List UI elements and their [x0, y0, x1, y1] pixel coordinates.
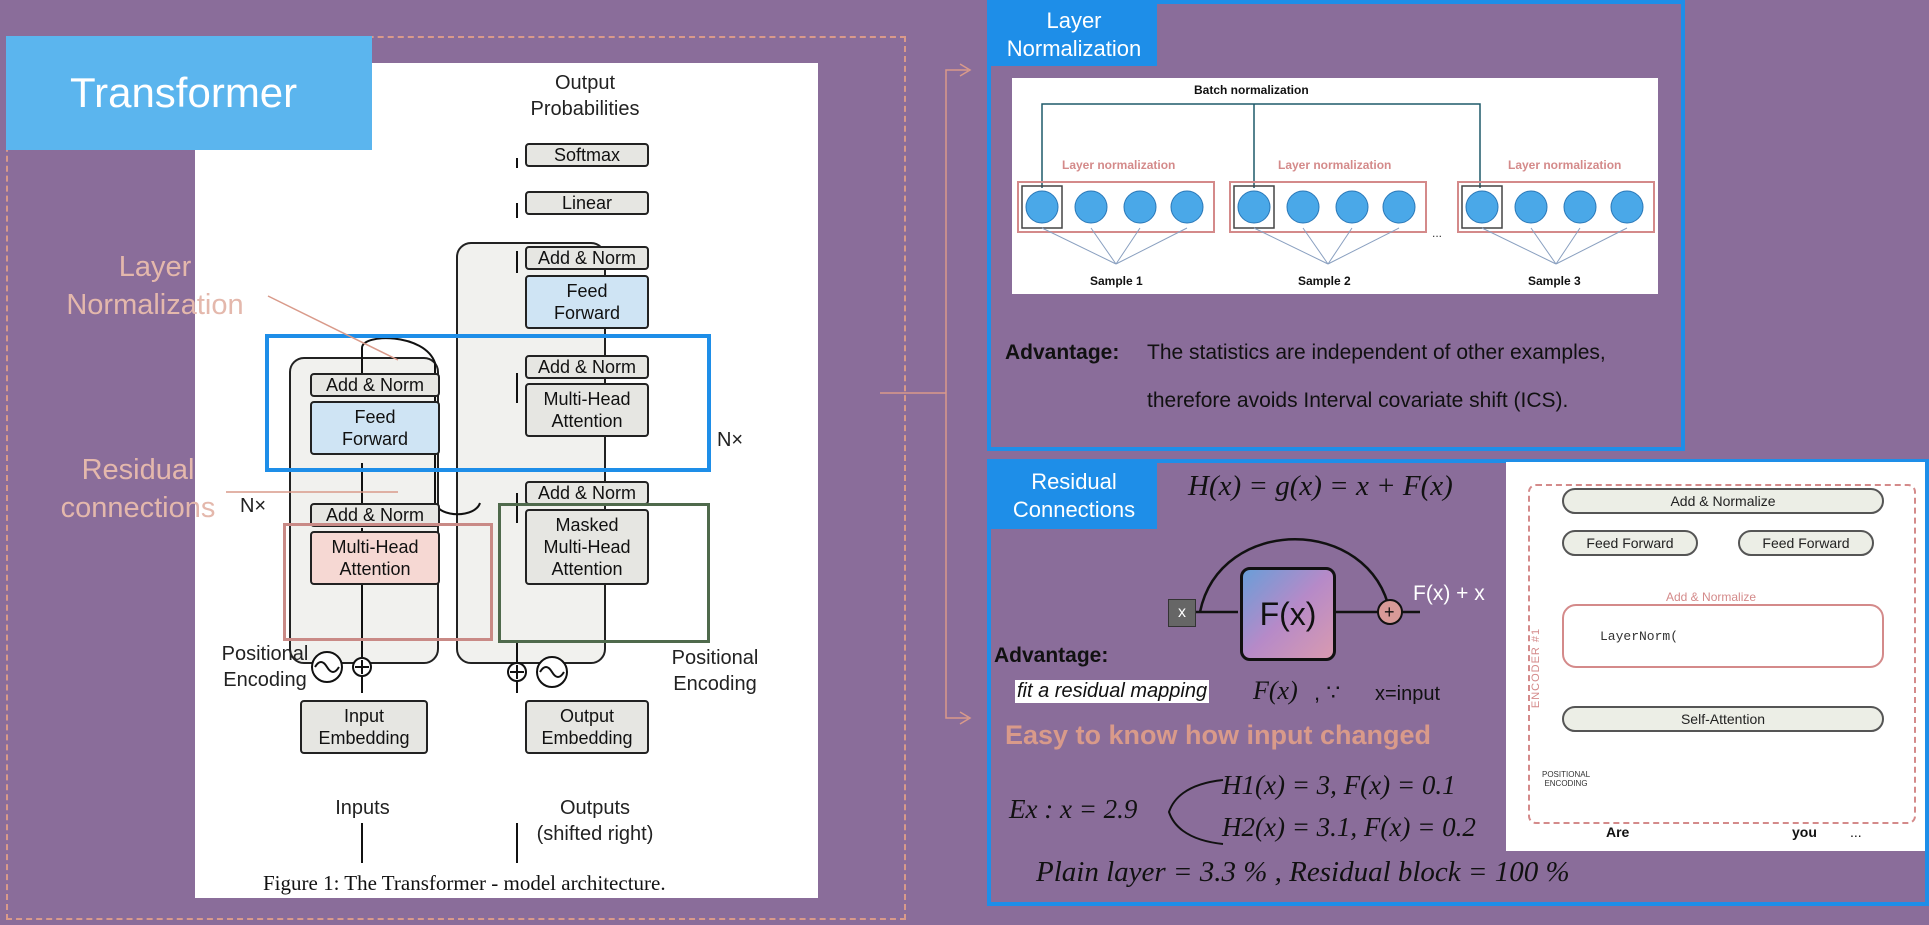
left-dashed-frame: [6, 36, 906, 920]
fx-block-label: F(x): [1259, 595, 1317, 632]
fit-residual-label: fit a residual mapping: [1015, 680, 1210, 703]
example-h2: H2(x) = 3.1, F(x) = 0.2: [1222, 812, 1476, 842]
x-input-label: x=input: [1375, 683, 1441, 705]
enc-word-ellipsis: ...: [1850, 824, 1862, 840]
enc-multi-head-attention: Multi-Head Attention: [310, 531, 440, 585]
output-embedding-label: Output Embedding: [541, 706, 633, 748]
dec-masked-mha-label: Masked Multi-Head Attention: [543, 515, 631, 579]
example-brace: [1167, 779, 1224, 845]
layer-norm-label-3: Layer normalization: [1508, 158, 1622, 172]
sample-1-label: Sample 1: [1090, 274, 1143, 288]
encoder-illustration: Add & Normalize Feed Forward Feed Forwar…: [1506, 462, 1925, 851]
layer-norm-label-1: Layer normalization: [1062, 158, 1176, 172]
fx-plus-x-label: F(x) + x: [1413, 582, 1485, 605]
norm-diagram-lines: [1017, 103, 1655, 265]
enc-feed-forward: Feed Forward: [310, 401, 440, 455]
res-advantage-label: Advantage:: [994, 644, 1109, 667]
batch-norm-label: Batch normalization: [1194, 83, 1309, 97]
enc-add-norm-top-label: Add & Norm: [325, 375, 425, 395]
layer-norm-panel: [987, 0, 1685, 451]
encoder-side-label: ENCODER #1: [1530, 627, 1543, 709]
easy-to-know-label: Easy to know how input changed: [1005, 720, 1432, 750]
enc-add-norm-bottom-label: Add & Norm: [325, 505, 425, 525]
samples-ellipsis: ...: [1432, 226, 1443, 240]
dec-add-norm-2-label: Add & Norm: [537, 357, 637, 377]
softmax-block: Softmax: [525, 143, 649, 167]
dec-feed-forward: Feed Forward: [525, 275, 649, 329]
dec-multi-head-attention: Multi-Head Attention: [525, 383, 649, 437]
encoder-dashed-frame: [1528, 484, 1916, 824]
enc-add-norm-top: Add & Norm: [310, 373, 440, 397]
transformer-figure: Add & Norm Feed Forward Add & Norm Multi…: [195, 63, 818, 898]
enc-ff1-label: Feed Forward: [1586, 535, 1674, 551]
batch-layer-norm-diagram: Batch normalization Layer normalization …: [1012, 78, 1658, 294]
decoder-masked-highlight: [498, 503, 710, 643]
output-embedding: Output Embedding: [525, 700, 649, 754]
enc-self-attention-label: Self-Attention: [1680, 711, 1766, 727]
enc-mha-label: Multi-Head Attention: [331, 537, 419, 579]
residual-panel: [987, 459, 1929, 906]
example-h1: H1(x) = 3, F(x) = 0.1: [1222, 770, 1456, 800]
dec-feed-forward-label: Feed Forward: [553, 281, 620, 323]
dec-add-norm-1: Add & Norm: [525, 246, 649, 270]
inputs-label: Inputs: [335, 797, 390, 819]
nx-right-label: N×: [716, 429, 744, 451]
enc-feed-forward-label: Feed Forward: [341, 407, 408, 449]
linear-label: Linear: [561, 193, 613, 213]
sample-3-label: Sample 3: [1528, 274, 1581, 288]
residual-x-node: x: [1168, 599, 1196, 627]
enc-positional-label: POSITIONAL ENCODING: [1542, 770, 1591, 788]
layer-norm-highlight: [265, 334, 711, 472]
layer-norm-label-2: Layer normalization: [1278, 158, 1392, 172]
enc-layernorm-label: LayerNorm(: [1600, 628, 1679, 644]
input-embedding-label: Input Embedding: [318, 706, 410, 748]
enc-word-you: you: [1792, 824, 1817, 840]
residual-x-label: x: [1178, 604, 1186, 621]
page-title: Transformer: [70, 69, 298, 116]
residual-tag: Residual Connections: [991, 463, 1157, 529]
dec-add-norm-3: Add & Norm: [525, 481, 649, 505]
residual-equation: H(x) = g(x) = x + F(x): [1188, 470, 1453, 502]
outputs-label: Outputs (shifted right): [536, 797, 654, 845]
title-tag: Transformer: [6, 36, 372, 150]
enc-add-normalize-top: Add & Normalize: [1562, 488, 1884, 514]
softmax-label: Softmax: [553, 145, 621, 165]
enc-feed-forward-1: Feed Forward: [1562, 530, 1698, 556]
residual-annotation: Residual connections: [60, 454, 216, 524]
layer-norm-tag: Layer Normalization: [991, 4, 1157, 66]
residual-block-diagram: +: [1188, 538, 1420, 625]
dec-add-norm-3-label: Add & Norm: [537, 483, 637, 503]
ln-advantage-line2: therefore avoids Interval covariate shif…: [1147, 389, 1569, 412]
because-symbol: , ∵: [1314, 680, 1341, 705]
enc-add-normalize-top-label: Add & Normalize: [1670, 493, 1776, 509]
fx-block: F(x): [1240, 567, 1336, 661]
pos-encoding-left-label: Positional Encoding: [221, 643, 309, 691]
figure-caption: Figure 1: The Transformer - model archit…: [263, 871, 666, 895]
ln-advantage-line1: The statistics are independent of other …: [1147, 341, 1606, 364]
dec-add-norm-1-label: Add & Norm: [537, 248, 637, 268]
enc-layernorm-block: LayerNorm(: [1562, 604, 1884, 668]
enc-feed-forward-2: Feed Forward: [1738, 530, 1874, 556]
dec-masked-mha: Masked Multi-Head Attention: [525, 509, 649, 585]
pos-encoding-right-label: Positional Encoding: [671, 647, 759, 695]
input-embedding: Input Embedding: [300, 700, 428, 754]
enc-self-attention: Self-Attention: [1562, 706, 1884, 732]
enc-add-normalize-mid: Add & Normalize: [1666, 590, 1757, 604]
nx-left-label: N×: [239, 495, 267, 517]
layer-norm-annotation: Layer Normalization: [66, 251, 244, 321]
residual-plus-sign: +: [1384, 602, 1395, 622]
enc-word-are: Are: [1606, 824, 1630, 840]
fit-fx-label: F(x): [1253, 676, 1298, 705]
sample-2-label: Sample 2: [1298, 274, 1351, 288]
ln-advantage-label: Advantage:: [1005, 341, 1120, 364]
example-x: Ex : x = 2.9: [1009, 794, 1138, 824]
output-probabilities-label: Output Probabilities: [530, 72, 640, 120]
enc-ff2-label: Feed Forward: [1762, 535, 1850, 551]
linear-block: Linear: [525, 191, 649, 215]
plain-vs-residual: Plain layer = 3.3 % , Residual block = 1…: [1036, 856, 1570, 888]
dec-mha-label: Multi-Head Attention: [543, 389, 631, 431]
dec-add-norm-2: Add & Norm: [525, 355, 649, 379]
encoder-attention-highlight: [283, 523, 493, 641]
